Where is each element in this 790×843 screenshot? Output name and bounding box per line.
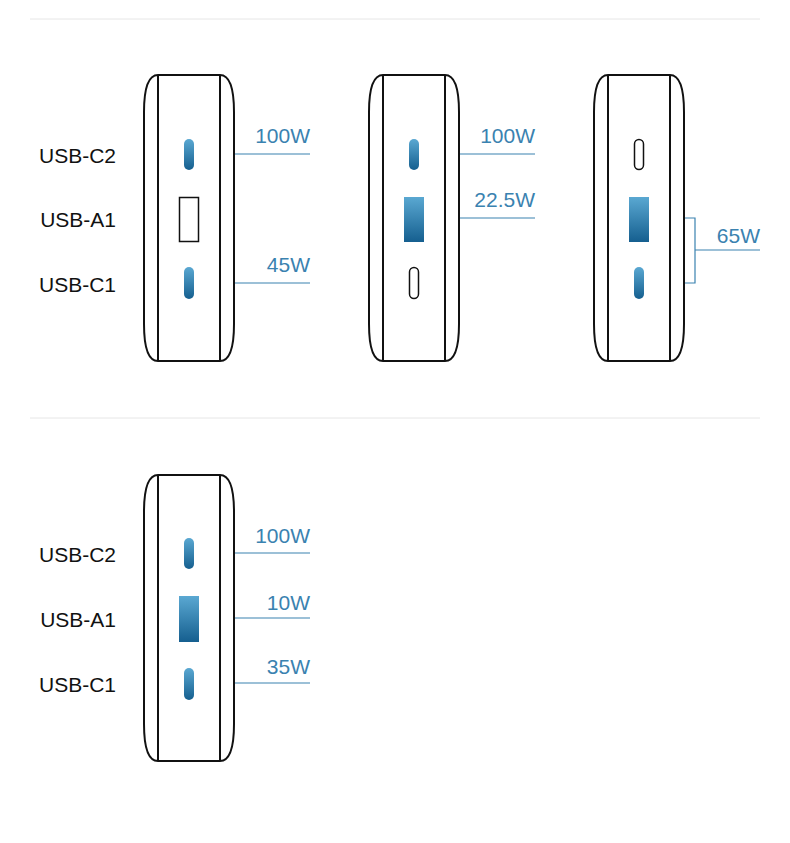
device-body xyxy=(144,75,234,361)
usb-a-port xyxy=(180,198,199,242)
port-name: USB-C1 xyxy=(39,674,116,695)
usb-c-port xyxy=(184,538,194,569)
usb-c-port xyxy=(184,267,194,299)
power-rating: 10W xyxy=(267,592,310,613)
power-rating: 100W xyxy=(255,125,310,146)
usb-a-port xyxy=(629,197,649,242)
usb-c-port xyxy=(184,668,194,700)
power-rating: 45W xyxy=(267,254,310,275)
usb-c-port xyxy=(409,139,419,170)
usb-c-port xyxy=(410,268,419,299)
port-name: USB-C1 xyxy=(39,274,116,295)
power-rating: 35W xyxy=(267,656,310,677)
power-rating: 22.5W xyxy=(474,189,535,210)
device-body xyxy=(144,475,234,761)
usb-a-port xyxy=(404,197,424,242)
power-rating: 100W xyxy=(480,125,535,146)
separator-line xyxy=(30,418,760,419)
port-name: USB-A1 xyxy=(40,609,116,630)
device-body xyxy=(369,75,459,361)
power-rating: 100W xyxy=(255,525,310,546)
device-body xyxy=(594,75,684,361)
usb-c-port xyxy=(634,267,644,299)
usb-a-port xyxy=(179,596,199,642)
port-name: USB-A1 xyxy=(40,209,116,230)
power-rating: 65W xyxy=(717,225,760,246)
usb-c-port xyxy=(635,140,644,170)
separator-line xyxy=(30,19,760,20)
usb-c-port xyxy=(184,139,194,170)
port-name: USB-C2 xyxy=(39,145,116,166)
port-name: USB-C2 xyxy=(39,544,116,565)
